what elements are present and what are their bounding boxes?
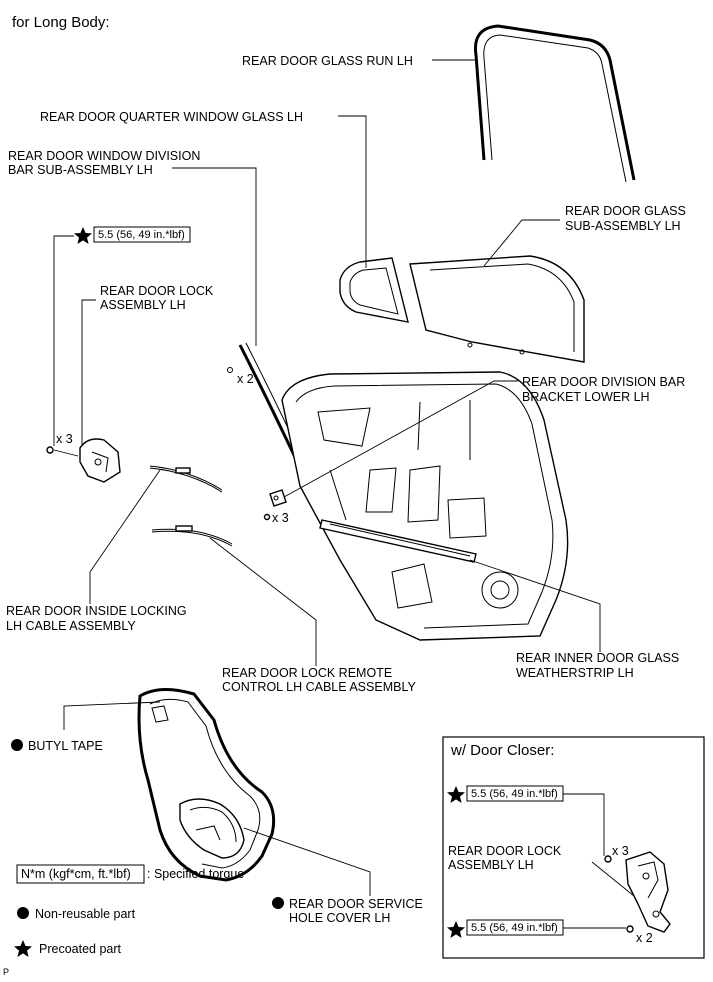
label-weatherstrip-2: WEATHERSTRIP LH bbox=[516, 666, 634, 680]
label-quarter-glass: REAR DOOR QUARTER WINDOW GLASS LH bbox=[40, 110, 303, 124]
legend-torque-box bbox=[16, 864, 145, 884]
label-inside-cable-1: REAR DOOR INSIDE LOCKING bbox=[6, 604, 187, 618]
leader-lock-screw bbox=[53, 449, 79, 457]
closer-bottom-torque: 5.5 (56, 49 in.*lbf) bbox=[471, 922, 558, 934]
leader-quarter-glass bbox=[338, 115, 367, 268]
leader-closer-lock bbox=[591, 861, 635, 897]
lock-part bbox=[79, 438, 121, 483]
torque-box-main bbox=[93, 226, 191, 243]
lock-screw-icon bbox=[46, 446, 54, 454]
closer-title: w/ Door Closer: bbox=[450, 742, 554, 759]
closer-top-star-icon bbox=[447, 786, 465, 803]
leader-glass-sub bbox=[483, 219, 560, 267]
closer-lock-label-1: REAR DOOR LOCK bbox=[448, 844, 562, 858]
leader-closer-top-torque bbox=[563, 793, 605, 856]
label-division-bar-2: BAR SUB-ASSEMBLY LH bbox=[8, 163, 153, 177]
glass-run-part bbox=[473, 24, 636, 183]
inside-cable-part bbox=[149, 465, 223, 493]
label-bracket-1: REAR DOOR DIVISION BAR bbox=[522, 375, 685, 389]
torque-main: 5.5 (56, 49 in.*lbf) bbox=[98, 229, 185, 241]
legend-precoated-star-icon bbox=[14, 940, 32, 957]
leader-remote-cable bbox=[209, 537, 317, 666]
leader-bracket bbox=[283, 380, 518, 498]
closer-top-torque: 5.5 (56, 49 in.*lbf) bbox=[471, 788, 558, 800]
label-glass-sub-2: SUB-ASSEMBLY LH bbox=[565, 219, 681, 233]
qty-lock-screws: x 3 bbox=[56, 432, 73, 446]
leader-weatherstrip bbox=[469, 559, 601, 652]
remote-cable-part bbox=[151, 525, 233, 547]
closer-bottom-star-icon bbox=[447, 921, 465, 938]
qty-bracket-screws: x 3 bbox=[272, 511, 289, 525]
leader-torque-main bbox=[53, 235, 74, 446]
diagram-header: for Long Body: bbox=[12, 14, 110, 31]
closer-bottom-screw-icon bbox=[626, 925, 634, 933]
label-service-cover-2: HOLE COVER LH bbox=[289, 911, 390, 925]
leader-service-cover bbox=[243, 827, 371, 896]
label-glass-run: REAR DOOR GLASS RUN LH bbox=[242, 54, 413, 68]
closer-lock-screws: x 3 bbox=[612, 844, 629, 858]
label-weatherstrip-1: REAR INNER DOOR GLASS bbox=[516, 651, 679, 665]
leader-butyl bbox=[63, 701, 161, 730]
label-remote-cable-1: REAR DOOR LOCK REMOTE bbox=[222, 666, 392, 680]
label-lock-2: ASSEMBLY LH bbox=[100, 298, 186, 312]
closer-lock-screw-icon bbox=[604, 855, 612, 863]
qty-bar-screws: x 2 bbox=[237, 372, 254, 386]
service-cover-non-reusable-icon bbox=[272, 897, 284, 909]
closer-bottom-torque-box bbox=[466, 919, 564, 936]
leader-division-bar bbox=[172, 167, 257, 346]
corner-mark: P bbox=[3, 967, 9, 977]
closer-bottom-screws: x 2 bbox=[636, 931, 653, 945]
legend-precoated: Precoated part bbox=[39, 942, 122, 956]
legend-non-reusable-icon bbox=[17, 907, 29, 919]
legend-non-reusable: Non-reusable part bbox=[35, 907, 136, 921]
weatherstrip-part bbox=[319, 519, 477, 563]
door-glass-part bbox=[409, 255, 585, 363]
label-division-bar-1: REAR DOOR WINDOW DIVISION bbox=[8, 149, 200, 163]
label-service-cover-1: REAR DOOR SERVICE bbox=[289, 897, 423, 911]
label-bracket-2: BRACKET LOWER LH bbox=[522, 390, 650, 404]
label-inside-cable-2: LH CABLE ASSEMBLY bbox=[6, 619, 136, 633]
label-lock-1: REAR DOOR LOCK bbox=[100, 284, 214, 298]
label-glass-sub-1: REAR DOOR GLASS bbox=[565, 204, 686, 218]
bracket-screw-icon bbox=[263, 513, 271, 521]
service-cover-part bbox=[137, 688, 276, 882]
closer-lock-part bbox=[625, 851, 671, 933]
bar-screw-icon bbox=[227, 367, 233, 373]
leader-inside-cable bbox=[89, 469, 161, 604]
closer-lock-label-2: ASSEMBLY LH bbox=[448, 858, 534, 872]
precoated-star-icon bbox=[74, 227, 92, 244]
legend-torque-units: N*m (kgf*cm, ft.*lbf) bbox=[21, 867, 131, 881]
legend-torque-text: : Specified torque bbox=[147, 867, 244, 881]
door-panel-part bbox=[281, 371, 569, 641]
label-butyl: BUTYL TAPE bbox=[28, 739, 103, 753]
leader-lock bbox=[81, 299, 96, 446]
quarter-glass-part bbox=[339, 257, 409, 323]
label-remote-cable-2: CONTROL LH CABLE ASSEMBLY bbox=[222, 680, 416, 694]
closer-top-torque-box bbox=[466, 785, 564, 802]
butyl-non-reusable-icon bbox=[11, 739, 23, 751]
bracket-part bbox=[269, 489, 287, 507]
